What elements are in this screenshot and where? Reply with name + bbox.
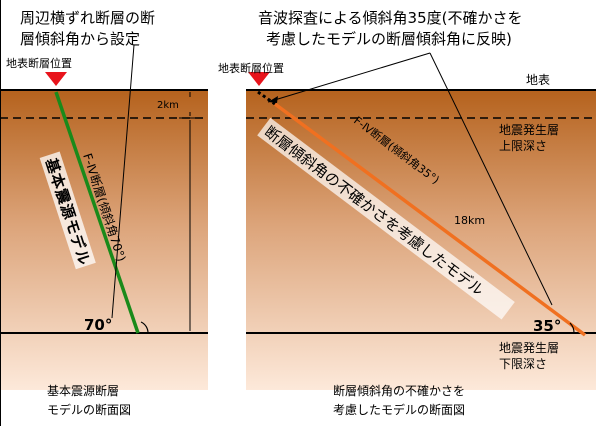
left-caption-line1: 基本震源断層 bbox=[47, 383, 119, 398]
right-lower-line2: 下限深さ bbox=[499, 357, 547, 371]
left-surface-fault-marker bbox=[45, 72, 67, 86]
right-surface-fault-label: 地表断層位置 bbox=[218, 61, 284, 75]
right-pointer-arrowhead bbox=[268, 96, 278, 103]
left-note-line1: 周辺横ずれ断層の断 bbox=[20, 9, 155, 27]
right-surface-label: 地表 bbox=[526, 73, 550, 87]
right-upper-line2: 上限深さ bbox=[499, 139, 547, 153]
left-depth-dimension bbox=[179, 89, 201, 334]
left-caption-line2: モデルの断面図 bbox=[47, 402, 131, 417]
left-surface-fault-label: 地表断層位置 bbox=[6, 56, 72, 70]
right-upper-line1: 地震発生層 bbox=[499, 123, 559, 137]
left-model-label-box bbox=[39, 151, 96, 270]
right-lower-line1: 地震発生層 bbox=[499, 341, 559, 355]
left-angle-arc bbox=[140, 321, 149, 334]
right-caption-line1: 断層傾斜角の不確かさを bbox=[333, 383, 465, 398]
left-angle-label: 70° bbox=[84, 316, 112, 334]
right-fault-line bbox=[273, 102, 587, 337]
left-depth-label: 2km bbox=[157, 100, 179, 111]
left-note-line2: 層傾斜角から設定 bbox=[20, 30, 140, 48]
left-fault-line bbox=[54, 91, 140, 334]
left-pointer-line bbox=[111, 44, 135, 319]
right-pointer-line-1 bbox=[267, 52, 431, 103]
right-pointer-line-2 bbox=[429, 52, 553, 306]
right-surface-fault-marker bbox=[248, 72, 270, 86]
right-angle-label: 35° bbox=[533, 317, 561, 335]
right-caption-line2: 考慮したモデルの断面図 bbox=[333, 402, 465, 417]
right-note-line1: 音波探査による傾斜角35度(不確かさを bbox=[258, 9, 523, 27]
right-depth-label: 18km bbox=[454, 214, 485, 227]
right-model-label-box bbox=[257, 117, 515, 320]
right-note-line2: 考慮したモデルの断層傾斜角に反映) bbox=[266, 30, 512, 48]
right-angle-arc bbox=[569, 322, 575, 334]
left-earth-section bbox=[0, 90, 208, 390]
